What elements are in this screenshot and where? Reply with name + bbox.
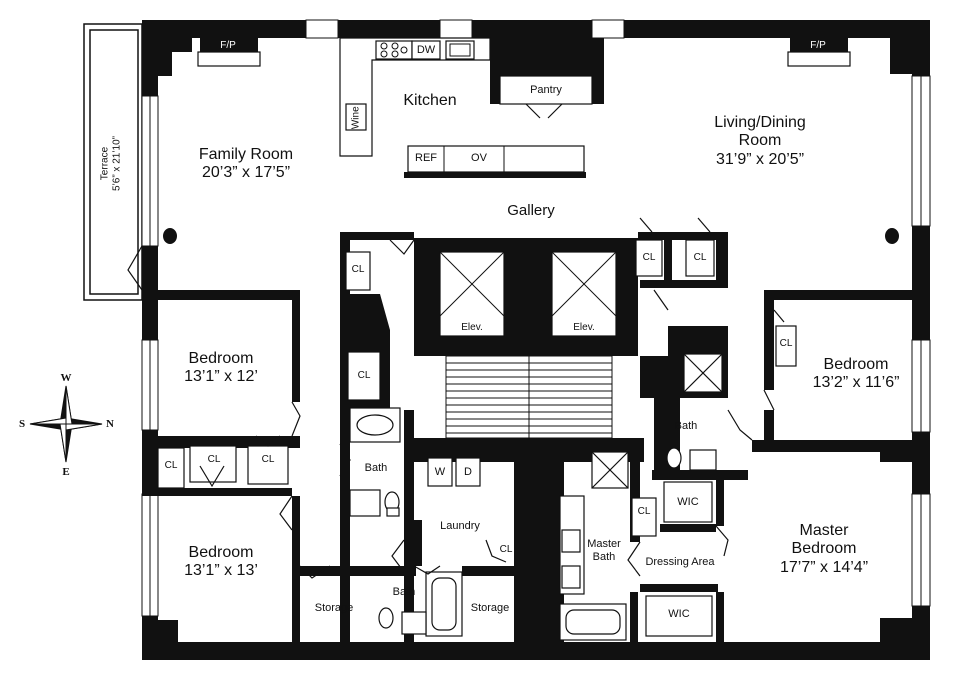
dressing-area-label: Dressing Area bbox=[645, 556, 715, 568]
kitchen-island bbox=[404, 145, 586, 178]
kitchen-label: Kitchen bbox=[403, 92, 457, 109]
wine-label: Wine bbox=[350, 106, 362, 130]
closet-label-2: CL bbox=[357, 370, 371, 381]
bedroom-3-dims: 13’2” x 11’6” bbox=[812, 374, 900, 392]
bath-lower-fixtures bbox=[378, 571, 463, 637]
wic-upper-label: WIC bbox=[677, 496, 699, 508]
bedroom-1-dims: 13’1” x 12’ bbox=[184, 368, 258, 386]
bedroom-1-name: Bedroom bbox=[188, 350, 254, 367]
pantry bbox=[490, 38, 604, 119]
compass-south: S bbox=[18, 418, 26, 430]
sink bbox=[449, 43, 471, 57]
bedroom-1-label: Bedroom 13’1” x 12’ bbox=[166, 350, 276, 387]
master-bath-label: Master Bath bbox=[582, 538, 626, 563]
closet-label-7: CL bbox=[693, 252, 707, 263]
elevator-left-label: Elev. bbox=[461, 322, 483, 333]
living-dining-dims: 31’9” x 20’5” bbox=[715, 150, 805, 168]
closet-label-1: CL bbox=[351, 264, 365, 275]
closet-label-5: CL bbox=[261, 454, 275, 465]
laundry-fixtures bbox=[427, 457, 481, 487]
bedroom-2-name: Bedroom bbox=[188, 544, 254, 561]
compass-rose bbox=[29, 385, 103, 463]
bedroom-2-dims: 13’1” x 13’ bbox=[184, 562, 258, 580]
terrace-door bbox=[127, 245, 143, 291]
window-mullions bbox=[149, 76, 922, 616]
column-left bbox=[163, 228, 177, 244]
compass-east: E bbox=[62, 466, 70, 478]
master-bath-name-1: Master bbox=[587, 538, 621, 550]
living-dining-name-2: Room bbox=[738, 132, 782, 150]
master-bedroom-name-2: Bedroom bbox=[791, 540, 857, 558]
door-swings bbox=[199, 217, 785, 579]
shaft bbox=[514, 462, 554, 642]
laundry-label: Laundry bbox=[440, 520, 480, 532]
closet-label-10: CL bbox=[499, 544, 513, 555]
elevator-right-label: Elev. bbox=[573, 322, 595, 333]
master-bedroom-label: Master Bedroom 17’7” x 14’4” bbox=[764, 522, 884, 577]
storage-walls bbox=[462, 566, 514, 576]
storage-right-label: Storage bbox=[470, 602, 510, 614]
bedroom-2-label: Bedroom 13’1” x 13’ bbox=[166, 544, 276, 581]
terrace-label: Terrace 5’6” x 21’10” bbox=[100, 119, 123, 209]
master-bath-name-2: Bath bbox=[592, 550, 616, 563]
storage-left-label: Storage bbox=[314, 602, 354, 614]
core bbox=[414, 238, 638, 356]
kitchen-counters bbox=[339, 37, 491, 157]
bath-left-fixtures bbox=[349, 407, 401, 517]
family-room-label: Family Room 20’3” x 17’5” bbox=[186, 146, 306, 183]
terrace-dims: 5’6” x 21’10” bbox=[111, 135, 122, 192]
compass-north: N bbox=[106, 418, 114, 430]
stairs bbox=[445, 355, 613, 439]
bath-right-label: Bath bbox=[674, 420, 698, 432]
bath-lower-label: Bath bbox=[392, 586, 416, 598]
closet-label-6: CL bbox=[642, 252, 656, 263]
master-bedroom-dims: 17’7” x 14’4” bbox=[779, 558, 869, 576]
oven-label: OV bbox=[471, 152, 487, 164]
bath-right-fixtures bbox=[666, 353, 723, 471]
bedroom-3-label: Bedroom 13’2” x 11’6” bbox=[796, 356, 916, 393]
dishwasher-label: DW bbox=[416, 44, 436, 56]
family-room-dims: 20’3” x 17’5” bbox=[201, 164, 291, 182]
fireplace-right-label: F/P bbox=[810, 40, 826, 51]
washer-label: W bbox=[434, 466, 446, 478]
living-dining-name-1: Living/Dining bbox=[714, 114, 806, 131]
pantry-label: Pantry bbox=[530, 84, 562, 96]
closet-label-8: CL bbox=[779, 338, 793, 349]
master-bedroom-name-1: Master bbox=[799, 522, 849, 539]
family-room-name: Family Room bbox=[198, 146, 294, 163]
left-closets bbox=[189, 251, 381, 485]
wic-lower-label: WIC bbox=[668, 608, 690, 620]
terrace-name: Terrace bbox=[99, 146, 111, 181]
fireplace-left-label: F/P bbox=[220, 40, 236, 51]
compass-west: W bbox=[60, 372, 72, 384]
dryer-label: D bbox=[464, 466, 472, 478]
living-dining-label: Living/Dining Room 31’9” x 20’5” bbox=[690, 114, 830, 169]
closet-label-4: CL bbox=[207, 454, 221, 465]
fireplace-right bbox=[787, 38, 851, 67]
refrigerator-label: REF bbox=[415, 152, 437, 164]
master-bath-fixtures bbox=[559, 451, 629, 641]
right-closets bbox=[631, 239, 797, 637]
gallery-label: Gallery bbox=[507, 202, 555, 219]
bedroom-3-name: Bedroom bbox=[823, 356, 889, 373]
cooktop-burners bbox=[380, 42, 408, 58]
column-right bbox=[885, 228, 899, 244]
bath-left-label: Bath bbox=[364, 462, 388, 474]
closet-label-9: CL bbox=[637, 506, 651, 517]
closet-label-3: CL bbox=[164, 460, 178, 471]
fireplace-left bbox=[197, 38, 261, 67]
